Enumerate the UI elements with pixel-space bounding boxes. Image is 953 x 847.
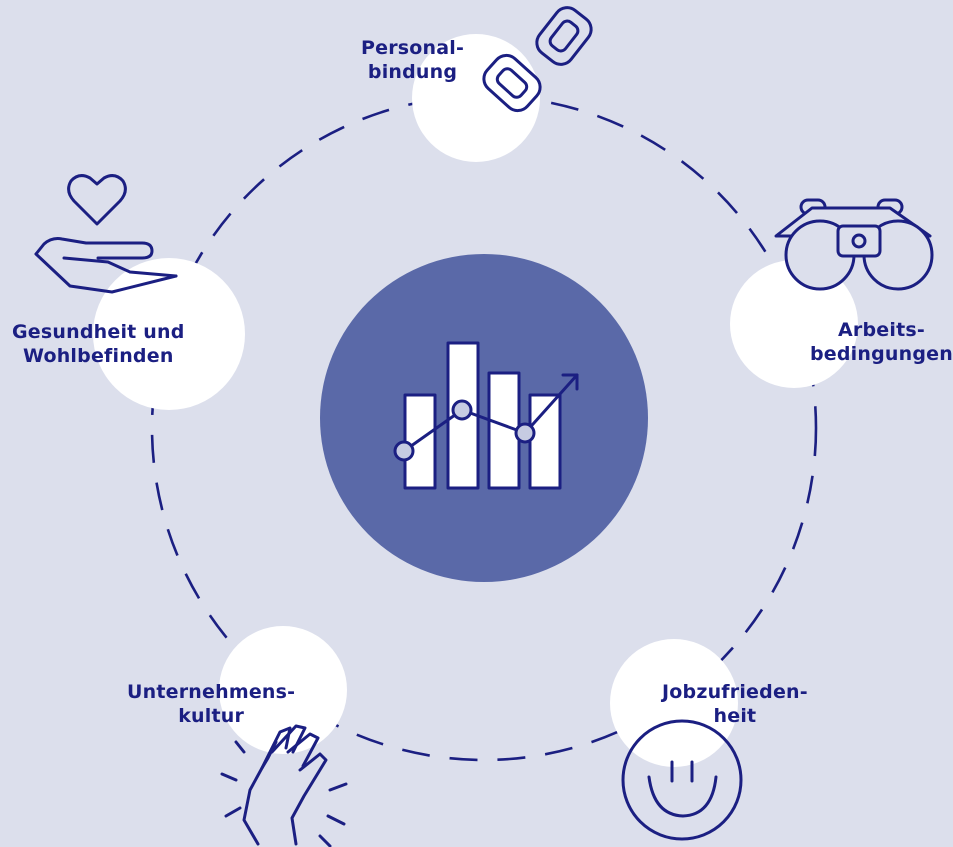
label-arbeitsbedingungen: Arbeits- bedingungen <box>810 319 953 365</box>
node-circle-personalbindung <box>412 34 540 162</box>
bar-chart-trend-icon <box>393 341 579 490</box>
heart-in-hand-icon <box>34 174 178 294</box>
node-circle-arbeitsbedingungen <box>730 260 858 388</box>
label-gesundheit: Gesundheit und Wohlbefinden <box>12 321 185 367</box>
label-jobzufriedenheit: Jobzufrieden- heit <box>662 681 808 727</box>
node-circle-unternehmenskultur <box>219 626 347 754</box>
node-circle-gesundheit <box>93 258 245 410</box>
label-personalbindung: Personal- bindung <box>361 37 465 83</box>
smiley-icon <box>621 719 743 841</box>
label-unternehmenskultur: Unternehmens- kultur <box>127 681 296 727</box>
hands-together-icon <box>220 724 348 847</box>
chain-link-icon <box>482 6 593 113</box>
binoculars-icon <box>774 198 934 291</box>
